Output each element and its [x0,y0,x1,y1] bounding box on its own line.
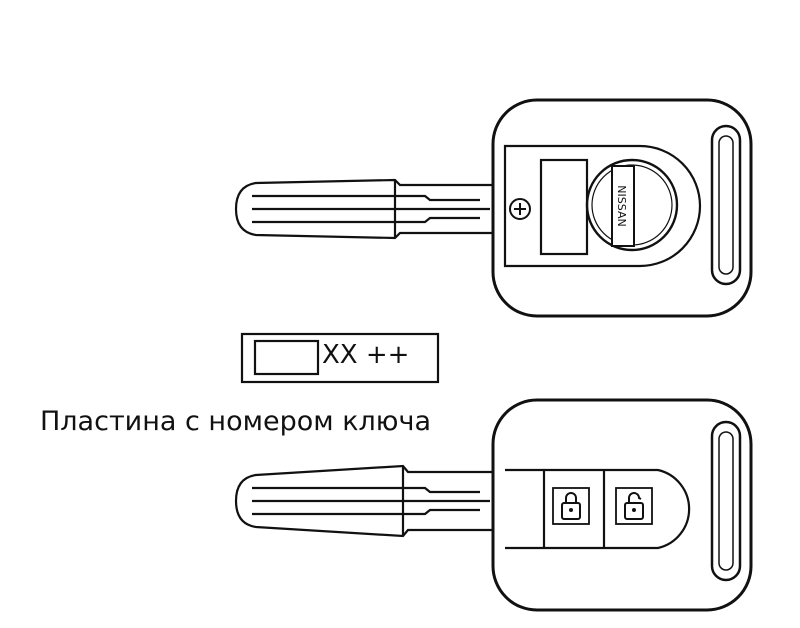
nissan-brand-text: NISSAN [615,185,628,226]
screw-icon [509,198,531,220]
top-key-blade [234,178,493,240]
key-plate-caption: Пластина с номером ключа [40,406,431,437]
top-key: NISSAN [234,98,753,318]
bottom-key-head [491,398,753,612]
key-number-code: XX ++ [322,340,410,370]
key-number-plate [240,332,440,384]
top-key-head [491,98,753,318]
bottom-key [234,398,753,612]
top-key-recess [539,158,589,256]
bottom-key-blade [234,464,493,538]
lock-button [552,487,590,525]
nissan-emblem: NISSAN [585,158,679,252]
unlock-button [615,487,653,525]
